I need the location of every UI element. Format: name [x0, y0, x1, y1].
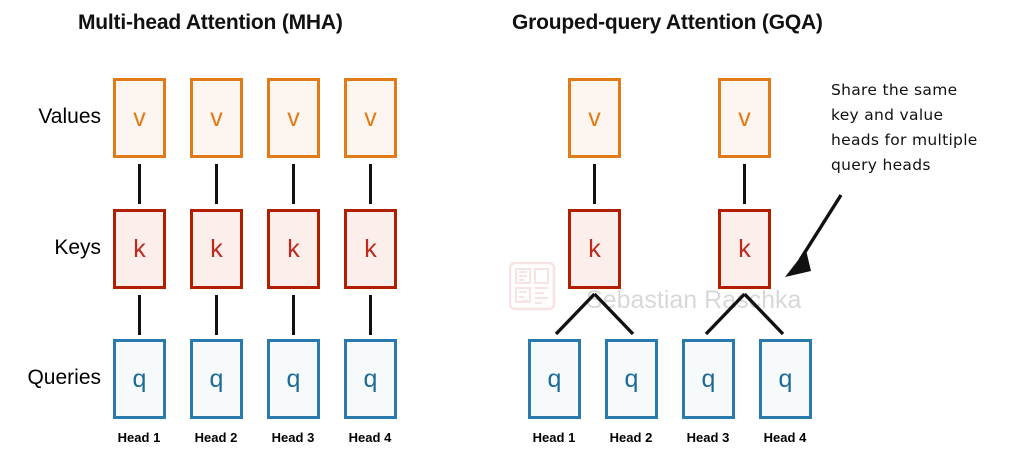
gqa-head-label-2: Head 2: [609, 430, 653, 445]
mha-value-cell-4: v: [344, 78, 397, 158]
gqa-head-label-4: Head 4: [763, 430, 807, 445]
annotation-line-3: heads for multiple: [831, 131, 978, 149]
gqa-connector-v-k-1: [593, 164, 596, 204]
mha-connector-k-q-2: [215, 295, 218, 335]
mha-connector-v-k-1: [138, 164, 141, 204]
watermark-text: Sebastian Raschka: [586, 286, 802, 314]
annotation-line-4: query heads: [831, 156, 931, 174]
row-label-keys: Keys: [54, 236, 101, 259]
gqa-head-label-1: Head 1: [532, 430, 576, 445]
mha-value-cell-2: v: [190, 78, 243, 158]
mha-connector-v-k-2: [215, 164, 218, 204]
annotation-note: Share the same key and value heads for m…: [831, 78, 1016, 178]
mha-connector-k-q-1: [138, 295, 141, 335]
gqa-key-cell-2: k: [718, 209, 771, 289]
mha-query-cell-4: q: [344, 339, 397, 419]
gqa-value-cell-1: v: [568, 78, 621, 158]
mha-connector-v-k-3: [292, 164, 295, 204]
gqa-connector-v-k-2: [743, 164, 746, 204]
row-label-queries: Queries: [27, 366, 101, 389]
annotation-line-1: Share the same: [831, 81, 958, 99]
panel-title-mha: Multi-head Attention (MHA): [78, 11, 343, 34]
mha-connector-k-q-4: [369, 295, 372, 335]
mha-head-label-4: Head 4: [348, 430, 392, 445]
mha-connector-k-q-3: [292, 295, 295, 335]
panel-title-gqa: Grouped-query Attention (GQA): [512, 11, 823, 34]
mha-head-label-1: Head 1: [117, 430, 161, 445]
watermark-seal-icon: [509, 262, 556, 311]
gqa-head-label-3: Head 3: [686, 430, 730, 445]
mha-key-cell-3: k: [267, 209, 320, 289]
gqa-key-cell-1: k: [568, 209, 621, 289]
mha-key-cell-4: k: [344, 209, 397, 289]
gqa-value-cell-2: v: [718, 78, 771, 158]
gqa-query-cell-1: q: [528, 339, 581, 419]
annotation-line-2: key and value: [831, 106, 944, 124]
mha-connector-v-k-4: [369, 164, 372, 204]
mha-key-cell-1: k: [113, 209, 166, 289]
mha-query-cell-2: q: [190, 339, 243, 419]
row-label-values: Values: [38, 105, 101, 128]
mha-value-cell-1: v: [113, 78, 166, 158]
mha-query-cell-1: q: [113, 339, 166, 419]
mha-query-cell-3: q: [267, 339, 320, 419]
mha-head-label-2: Head 2: [194, 430, 238, 445]
mha-key-cell-2: k: [190, 209, 243, 289]
gqa-query-cell-2: q: [605, 339, 658, 419]
mha-value-cell-3: v: [267, 78, 320, 158]
gqa-query-cell-4: q: [759, 339, 812, 419]
gqa-query-cell-3: q: [682, 339, 735, 419]
annotation-arrow: [785, 194, 843, 277]
mha-head-label-3: Head 3: [271, 430, 315, 445]
